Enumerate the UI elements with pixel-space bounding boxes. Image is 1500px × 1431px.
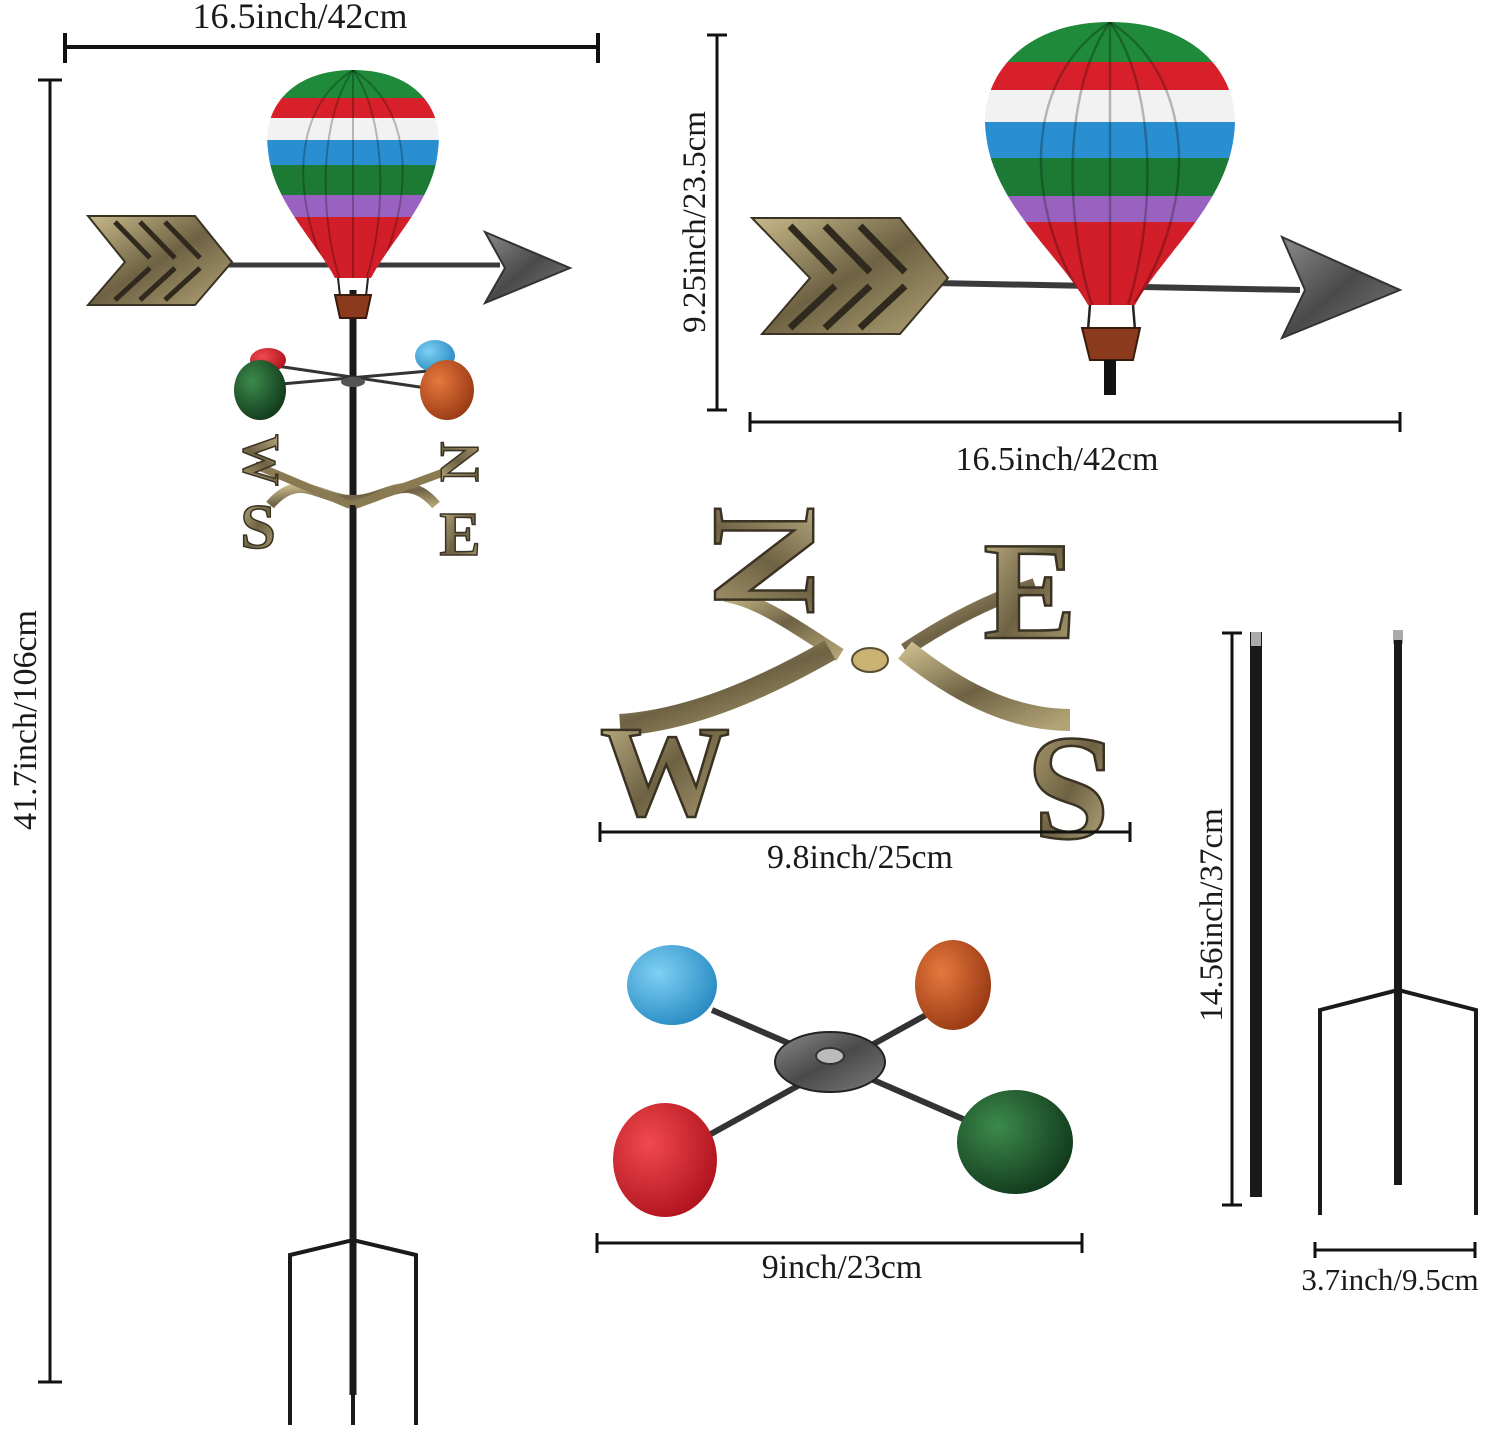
arrow-width-dimension-line [748,412,1402,432]
compass-letter-e: E [983,514,1076,669]
arrow-head-large [1279,235,1403,340]
stake-width-dimension-line [1313,1242,1477,1258]
arrow-width-label: 16.5inch/42cm [955,441,1158,478]
full-width-dimension-line [63,33,600,63]
full-height-dimension-line [38,78,62,1384]
pole-and-stake-detail: 14.56inch/37cm 3.7inch/9.5cm [1194,630,1479,1297]
cups-width-dimension-line [595,1233,1084,1253]
compass-letter-s: S [1028,707,1111,873]
compass-letter-n-small: N [429,442,491,482]
compass-letter-e-small: E [439,501,480,569]
cup-blue [627,945,717,1025]
wind-cups-detail: 9inch/23cm [595,940,1084,1286]
cup-red [613,1103,717,1217]
arrow [85,215,573,306]
compass-width-dimension-line [598,822,1132,842]
compass-letter-n: N [682,506,848,614]
cup-green-small [234,360,286,420]
compass-letter-w: W [600,700,730,844]
compass-letter-s-small: S [240,491,276,562]
compass-small: W S N E [231,433,492,570]
arrow-height-dimension-line [707,33,727,412]
cup-green [957,1090,1073,1194]
arrow-balloon-detail: 9.25inch/23.5cm 16.5inch/42cm [677,22,1403,478]
ground-stake [288,1237,418,1425]
stake-width-label: 3.7inch/9.5cm [1301,1262,1478,1297]
compass-width-label: 9.8inch/25cm [767,839,953,876]
compass-detail: N W E S 9.8inch/25cm [598,505,1132,876]
wind-cups-small [234,340,474,420]
balloon-basket-large [1080,327,1142,361]
full-height-label: 41.7inch/106cm [7,610,44,830]
pole-height-dimension-line [1222,631,1242,1207]
pole-segment [1250,632,1262,1197]
arrow-height-label: 9.25inch/23.5cm [677,111,713,333]
full-width-label: 16.5inch/42cm [193,0,408,36]
arrow-fletching-large [749,217,950,335]
assembled-weathervane: 16.5inch/42cm 41.7inch/106cm [7,0,600,1425]
hot-air-balloon [267,70,439,319]
pole-height-label: 14.56inch/37cm [1194,808,1230,1022]
stake-detail [1318,630,1478,1215]
arrow-fletching [85,215,234,306]
cups-width-label: 9inch/23cm [762,1249,923,1286]
balloon-basket [333,294,373,319]
compass-letter-w-small: W [232,434,289,486]
cup-orange-small [420,360,474,420]
arrow-head [482,229,573,306]
cup-orange [915,940,991,1030]
hot-air-balloon-large [985,22,1235,395]
